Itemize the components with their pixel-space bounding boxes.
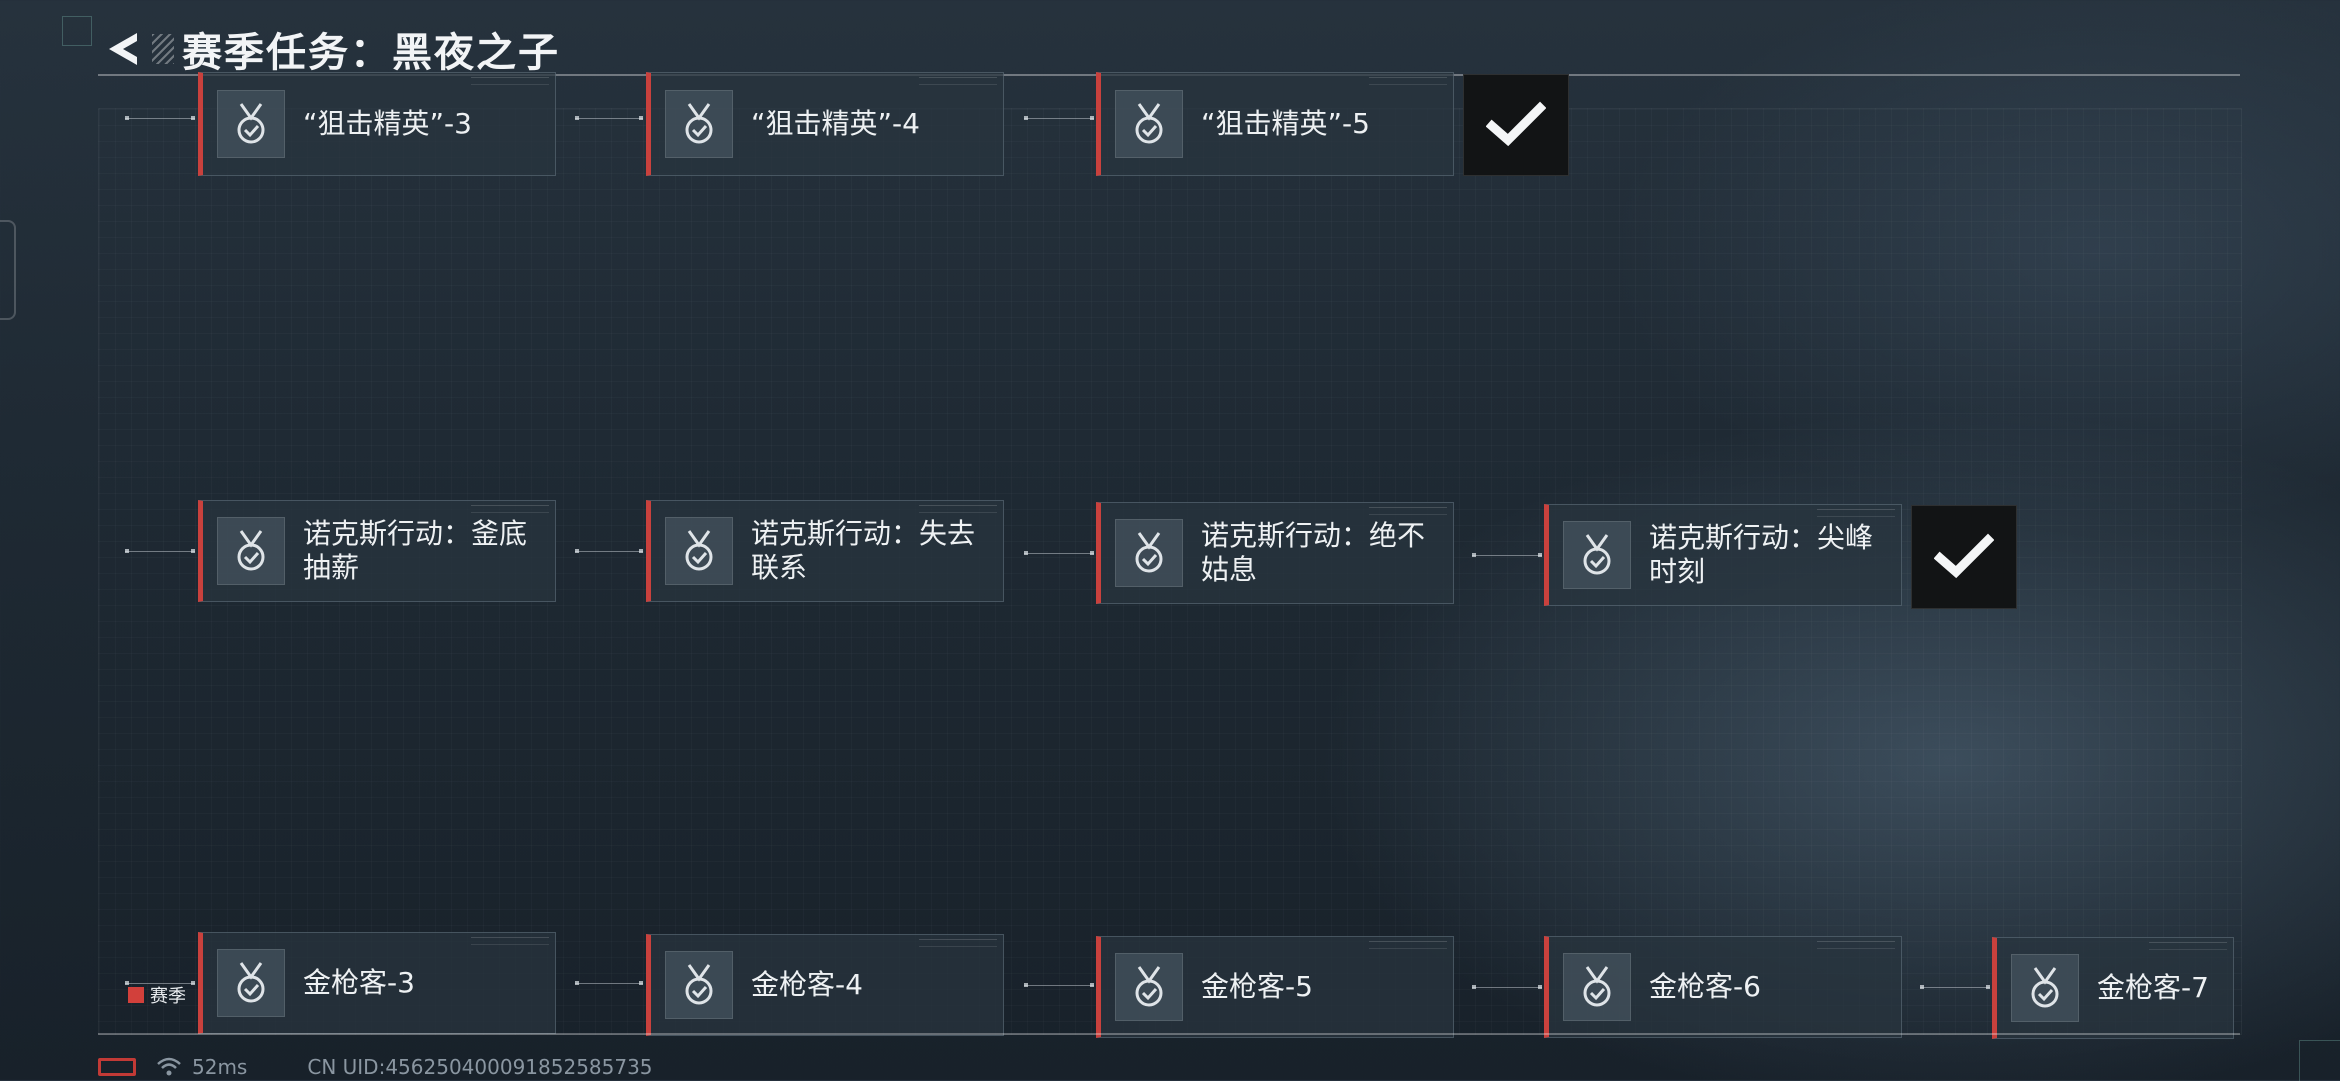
connector — [575, 116, 643, 120]
node-tag — [1369, 941, 1447, 949]
row-complete-badge — [1911, 505, 2017, 609]
medal-icon — [665, 517, 733, 585]
node-tag — [1817, 509, 1895, 517]
node-tag — [471, 937, 549, 945]
node-tag — [1369, 77, 1447, 85]
node-tag — [1817, 941, 1895, 949]
task-node[interactable]: 金枪客-7 — [1992, 937, 2234, 1039]
task-label: 诺克斯行动：釜底抽薪 — [303, 517, 528, 584]
task-label: 诺克斯行动：尖峰时刻 — [1649, 521, 1874, 588]
battery-icon — [98, 1058, 136, 1076]
wifi-icon — [157, 1057, 181, 1076]
page-header: 赛季任务：黑夜之子 — [98, 18, 2240, 80]
task-label: 金枪客-6 — [1649, 970, 1761, 1003]
task-label: 金枪客-3 — [303, 966, 415, 999]
connector — [125, 116, 195, 120]
connector — [575, 981, 643, 985]
season-tag: 赛季 — [128, 982, 186, 1008]
ping-value: 52ms — [192, 1055, 248, 1079]
node-tag — [919, 505, 997, 513]
node-tag — [919, 77, 997, 85]
task-node[interactable]: 诺克斯行动：尖峰时刻 — [1544, 504, 1902, 606]
connector — [1472, 553, 1542, 557]
back-button[interactable] — [98, 24, 148, 74]
row-complete-badge — [1463, 74, 1569, 176]
task-label: 诺克斯行动：失去联系 — [751, 517, 976, 584]
node-tag — [471, 77, 549, 85]
task-node[interactable]: “狙击精英”-5 — [1096, 72, 1454, 176]
connector — [1024, 983, 1094, 987]
footer-divider — [98, 1033, 2240, 1035]
task-node[interactable]: 金枪客-6 — [1544, 936, 1902, 1038]
medal-icon — [217, 517, 285, 585]
check-icon — [1934, 533, 1994, 579]
side-rail — [0, 220, 16, 320]
medal-icon — [217, 949, 285, 1017]
hatch-decoration — [152, 34, 174, 64]
task-label: 金枪客-7 — [2097, 971, 2209, 1004]
task-node[interactable]: 金枪客-4 — [646, 934, 1004, 1036]
task-label: 诺克斯行动：绝不姑息 — [1201, 519, 1426, 586]
connector — [125, 981, 195, 985]
task-label: 金枪客-5 — [1201, 970, 1313, 1003]
connector — [125, 549, 195, 553]
uid-text: CN UID:456250400091852585735 — [307, 1055, 653, 1079]
medal-icon — [1563, 953, 1631, 1021]
connector — [575, 549, 643, 553]
medal-icon — [1563, 521, 1631, 589]
medal-icon — [1115, 953, 1183, 1021]
check-icon — [1486, 101, 1546, 147]
medal-icon — [1115, 90, 1183, 158]
task-label: “狙击精英”-3 — [303, 107, 472, 140]
connector — [1920, 985, 1990, 989]
medal-icon — [665, 90, 733, 158]
medal-icon — [1115, 519, 1183, 587]
node-tag — [919, 939, 997, 947]
connector — [1024, 551, 1094, 555]
node-tag — [471, 505, 549, 513]
connector — [1472, 985, 1542, 989]
task-node[interactable]: 诺克斯行动：釜底抽薪 — [198, 500, 556, 602]
corner-frame — [62, 16, 92, 46]
page-title: 赛季任务：黑夜之子 — [182, 30, 560, 76]
connector — [1024, 116, 1094, 120]
corner-frame — [2299, 1040, 2340, 1081]
task-node[interactable]: “狙击精英”-3 — [198, 72, 556, 176]
task-label: 金枪客-4 — [751, 968, 863, 1001]
medal-icon — [217, 90, 285, 158]
medal-icon — [2011, 954, 2079, 1022]
node-tag — [2149, 942, 2227, 950]
status-bar: 52ms CN UID:456250400091852585735 — [98, 1055, 653, 1079]
task-node[interactable]: 诺克斯行动：绝不姑息 — [1096, 502, 1454, 604]
task-node[interactable]: 诺克斯行动：失去联系 — [646, 500, 1004, 602]
task-label: “狙击精英”-4 — [751, 107, 920, 140]
task-node[interactable]: 金枪客-3 — [198, 932, 556, 1034]
back-arrow-icon — [109, 33, 137, 65]
task-node[interactable]: “狙击精英”-4 — [646, 72, 1004, 176]
season-label: 赛季 — [150, 986, 186, 1007]
medal-icon — [665, 951, 733, 1019]
task-node[interactable]: 金枪客-5 — [1096, 936, 1454, 1038]
season-square-icon — [128, 987, 144, 1003]
node-tag — [1369, 507, 1447, 515]
task-label: “狙击精英”-5 — [1201, 107, 1370, 140]
